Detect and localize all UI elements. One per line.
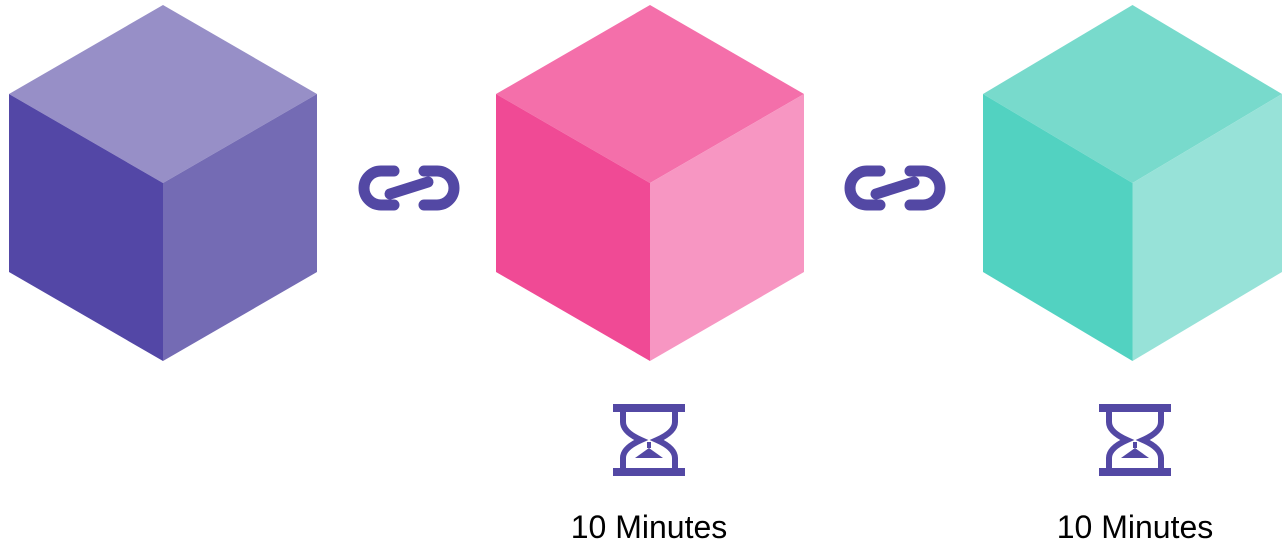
block-1-cube — [9, 5, 317, 361]
block-3-time-label: 10 Minutes — [1035, 509, 1235, 545]
hourglass-icon — [611, 402, 687, 478]
chain-link-icon — [354, 164, 464, 212]
block-2-cube — [496, 5, 804, 361]
block-2-time-label: 10 Minutes — [549, 509, 749, 545]
hourglass-icon — [1097, 402, 1173, 478]
block-3-cube — [983, 5, 1282, 361]
chain-link-icon — [840, 164, 950, 212]
